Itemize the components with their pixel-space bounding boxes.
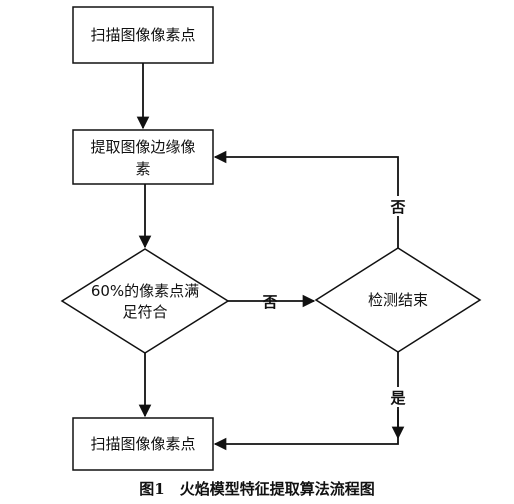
scan-pixels-bottom-box bbox=[72, 417, 214, 471]
edge-no-label-loop: 否 bbox=[389, 198, 405, 216]
scan-pixels-bottom-label: 扫描图像像素点 bbox=[90, 435, 195, 453]
edge-check-end-to-extract bbox=[213, 150, 399, 248]
edge-check-end-to-scan-bottom bbox=[213, 352, 399, 451]
edge-no-label-bg bbox=[389, 196, 407, 216]
check-end-decision-label: 检测结束 bbox=[368, 291, 428, 309]
edge-no-label-decision: 否 bbox=[261, 293, 277, 311]
extract-edge-pixels-label-line2: 素 bbox=[135, 160, 150, 178]
extract-edge-pixels-label-line1: 提取图像边缘像 bbox=[90, 138, 195, 156]
figure-caption: 图1 火焰模型特征提取算法流程图 bbox=[139, 480, 374, 498]
edge-yes-label-bg bbox=[389, 387, 407, 407]
extract-edge-pixels-box bbox=[72, 129, 214, 185]
scan-pixels-top-label: 扫描图像像素点 bbox=[90, 26, 195, 44]
scan-pixels-top-box bbox=[72, 6, 214, 64]
pixel-threshold-decision-label-line1: 60%的像素点满 bbox=[91, 282, 199, 300]
edge-yes-label: 是 bbox=[389, 389, 406, 407]
pixel-threshold-decision-label-line2: 足符合 bbox=[122, 303, 167, 321]
pixel-threshold-decision-diamond bbox=[60, 248, 230, 354]
